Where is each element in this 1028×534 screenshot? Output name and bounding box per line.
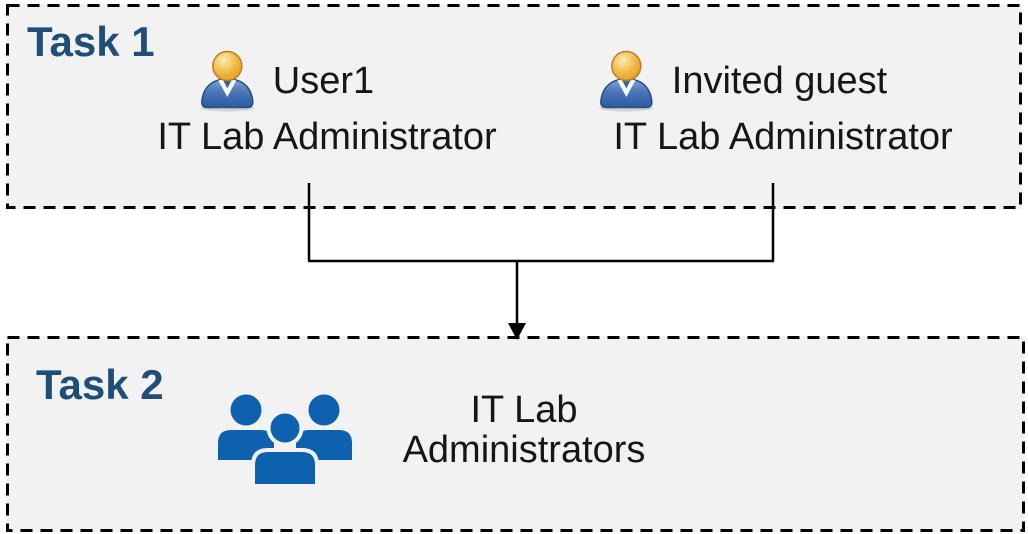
group-name: IT Lab Administrators (402, 389, 646, 471)
member-role: IT Lab Administrator (157, 116, 497, 158)
task1-box: Task 1 (6, 4, 1022, 209)
task1-label: Task 1 (27, 18, 155, 65)
user-icon (200, 50, 255, 112)
member-user1-row: User1 (196, 50, 374, 112)
member-invited-guest: Invited guest IT Lab Administrator (599, 50, 953, 159)
member-name: User1 (272, 59, 375, 102)
member-role: IT Lab Administrator (613, 116, 953, 158)
user-icon (599, 50, 654, 112)
member-invited-guest-row: Invited guest (595, 50, 887, 112)
people-group-icon (218, 394, 352, 487)
member-name: Invited guest (671, 59, 888, 102)
member-user1: User1 IT Lab Administrator (157, 50, 497, 159)
task2-box: Task 2 IT Lab Administrators (6, 336, 1025, 532)
task2-label: Task 2 (36, 361, 164, 408)
